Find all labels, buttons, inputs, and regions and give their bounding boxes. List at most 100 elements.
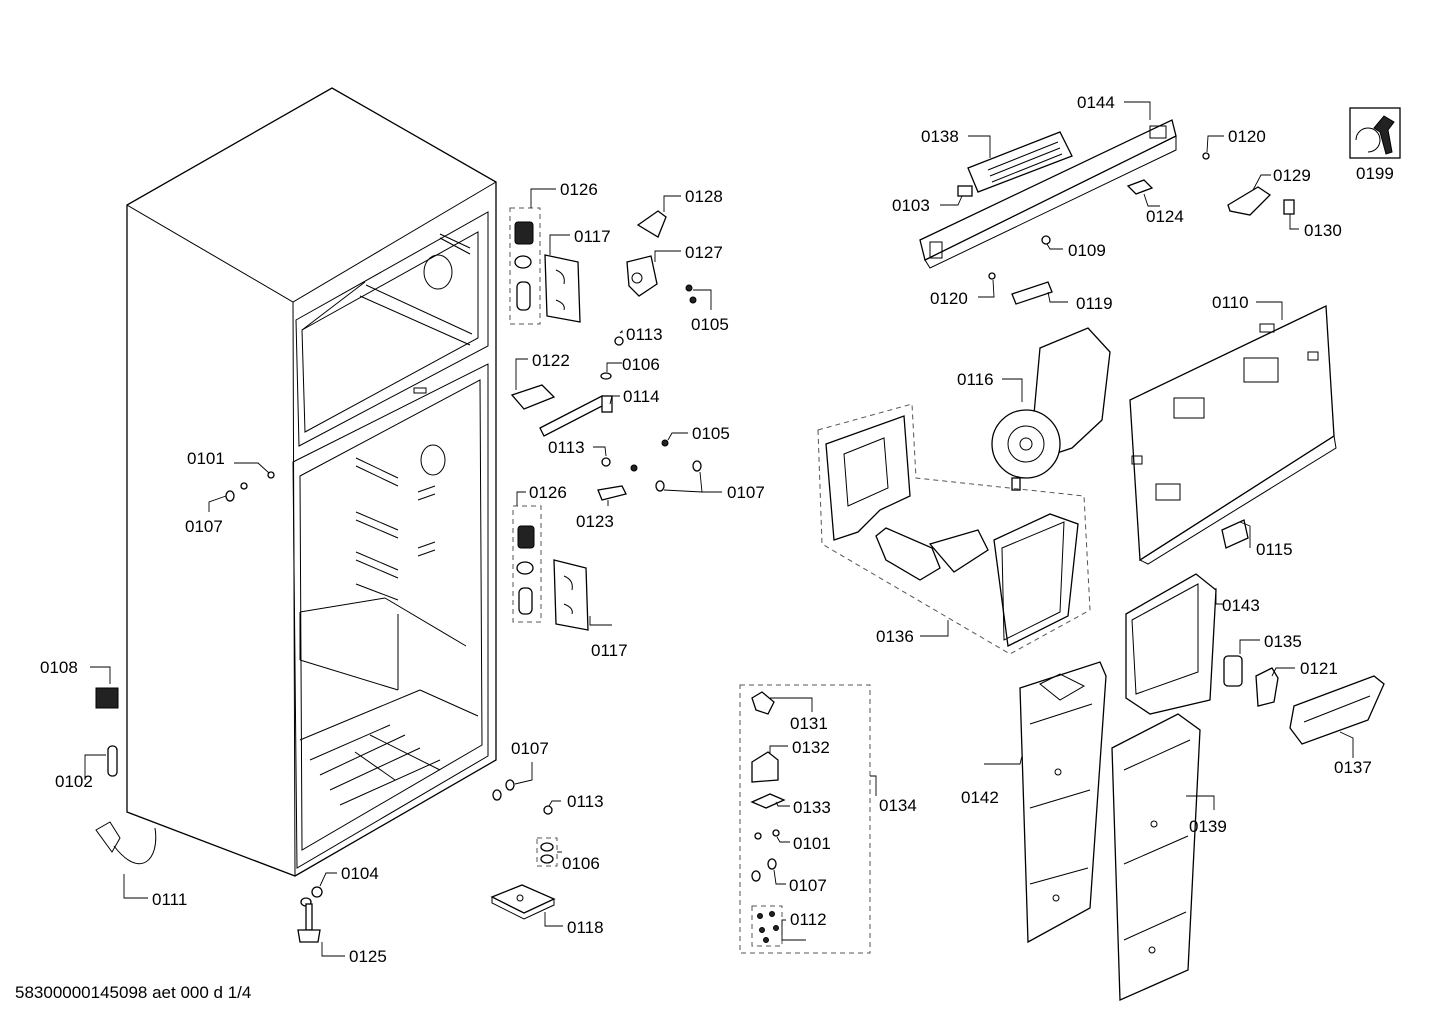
part-0118-bottom-hinge (490, 884, 563, 927)
label-0136: 0136 (876, 627, 914, 646)
label-0115: 0115 (1256, 540, 1293, 559)
part-0126-hinge-set-top (509, 188, 556, 325)
label-0107: 0107 (789, 876, 827, 895)
part-0129-latch (1227, 174, 1272, 216)
label-0134: 0134 (879, 796, 917, 815)
label-0121: 0121 (1300, 659, 1338, 678)
label-0101: 0101 (187, 449, 225, 468)
part-0132-pad (751, 745, 788, 783)
label-0111: 0111 (152, 890, 187, 909)
part-0106-washers (536, 837, 562, 867)
part-0107-plug (208, 490, 235, 512)
label-0117: 0117 (574, 227, 611, 246)
label-0107: 0107 (185, 517, 223, 536)
callout-labels: 0101 0107 0108 0102 0111 0104 0125 0126 … (40, 93, 1394, 966)
label-0106: 0106 (562, 854, 600, 873)
label-0118: 0118 (567, 918, 604, 937)
label-0109: 0109 (1068, 241, 1106, 260)
part-0117-cover-top (544, 234, 581, 323)
label-0112: 0112 (790, 910, 827, 929)
label-0128: 0128 (685, 187, 723, 206)
label-0127: 0127 (685, 243, 723, 262)
label-0103: 0103 (892, 196, 930, 215)
part-0113-screw-c (543, 800, 561, 815)
part-0137-dispenser-lever (1289, 675, 1385, 758)
part-0127-hinge-bracket (626, 250, 681, 297)
part-0124-switch (1126, 179, 1160, 207)
part-0101-screw (234, 462, 275, 490)
label-0102: 0102 (55, 772, 93, 791)
label-0116: 0116 (957, 370, 994, 389)
label-0110: 0110 (1212, 293, 1249, 312)
tool-icon-0199 (1349, 107, 1401, 159)
label-0101: 0101 (793, 834, 831, 853)
label-0107: 0107 (727, 483, 765, 502)
part-0107-plugs-low (492, 762, 533, 801)
part-0123-clip (597, 485, 627, 506)
part-0121-clip (1255, 667, 1295, 707)
label-0104: 0104 (341, 864, 379, 883)
label-0113: 0113 (548, 438, 585, 457)
part-0109-screw (1041, 235, 1063, 250)
part-0133-shim (750, 793, 790, 809)
part-0134-accessory-kit (739, 684, 877, 954)
label-0125: 0125 (349, 947, 387, 966)
part-0102-lamp (84, 745, 118, 780)
label-0133: 0133 (793, 798, 831, 817)
label-0129: 0129 (1273, 166, 1311, 185)
label-0138: 0138 (921, 127, 959, 146)
cabinet-body (126, 87, 497, 877)
part-0122-block (510, 358, 556, 410)
part-0142-door-liner (984, 661, 1107, 944)
part-0126-hinge-set-bottom (512, 491, 542, 623)
label-0114: 0114 (623, 387, 660, 406)
part-0110-evaporator-cover (1129, 301, 1337, 565)
part-0139-door-panel (1111, 713, 1215, 1001)
part-0136-duct-set (817, 403, 1091, 655)
label-0119: 0119 (1076, 294, 1113, 313)
part-0113-screw-a (614, 329, 624, 346)
label-0120: 0120 (930, 289, 968, 308)
part-0117-cover-bottom (553, 559, 612, 631)
label-0126: 0126 (529, 483, 567, 502)
label-0122: 0122 (532, 351, 570, 370)
part-0119-strip (1011, 281, 1068, 305)
label-0105: 0105 (691, 315, 729, 334)
part-0107-plugs-mid (655, 460, 722, 493)
part-0115-label (1221, 519, 1251, 549)
document-code: 58300000145098 aet 000 d 1/4 (15, 983, 251, 1002)
part-0112-screws-kit (751, 905, 806, 947)
part-0130-pad (1283, 199, 1299, 230)
label-0131: 0131 (790, 714, 828, 733)
part-0120-screw-a (1202, 135, 1224, 160)
part-0131-clip (751, 691, 813, 715)
label-0142: 0142 (961, 788, 999, 807)
part-0120-screw-b (978, 272, 996, 298)
label-0144: 0144 (1077, 93, 1115, 112)
label-0106: 0106 (622, 355, 660, 374)
part-0125-leveling-foot (297, 897, 345, 957)
part-0116-fan (991, 327, 1111, 491)
part-0103-connector (940, 185, 973, 206)
part-0106-washer-a (600, 362, 622, 380)
label-0113: 0113 (626, 325, 663, 344)
label-0113: 0113 (567, 792, 604, 811)
part-0108-connector (90, 666, 119, 709)
part-0143-crisper-cover (1125, 573, 1224, 715)
part-0105-screws-mid (630, 432, 688, 472)
label-0199: 0199 (1356, 164, 1394, 183)
label-0132: 0132 (792, 738, 830, 757)
part-0111-power-cord (95, 821, 157, 899)
label-0139: 0139 (1189, 817, 1227, 836)
label-0120: 0120 (1228, 127, 1266, 146)
label-0107: 0107 (511, 739, 549, 758)
label-0137: 0137 (1334, 758, 1372, 777)
part-0113-screw-b (593, 446, 611, 467)
part-0128-bracket (636, 195, 681, 238)
label-0117: 0117 (591, 641, 628, 660)
part-0101-screws-kit (754, 829, 790, 843)
label-0105: 0105 (692, 424, 730, 443)
label-0124: 0124 (1146, 207, 1184, 226)
